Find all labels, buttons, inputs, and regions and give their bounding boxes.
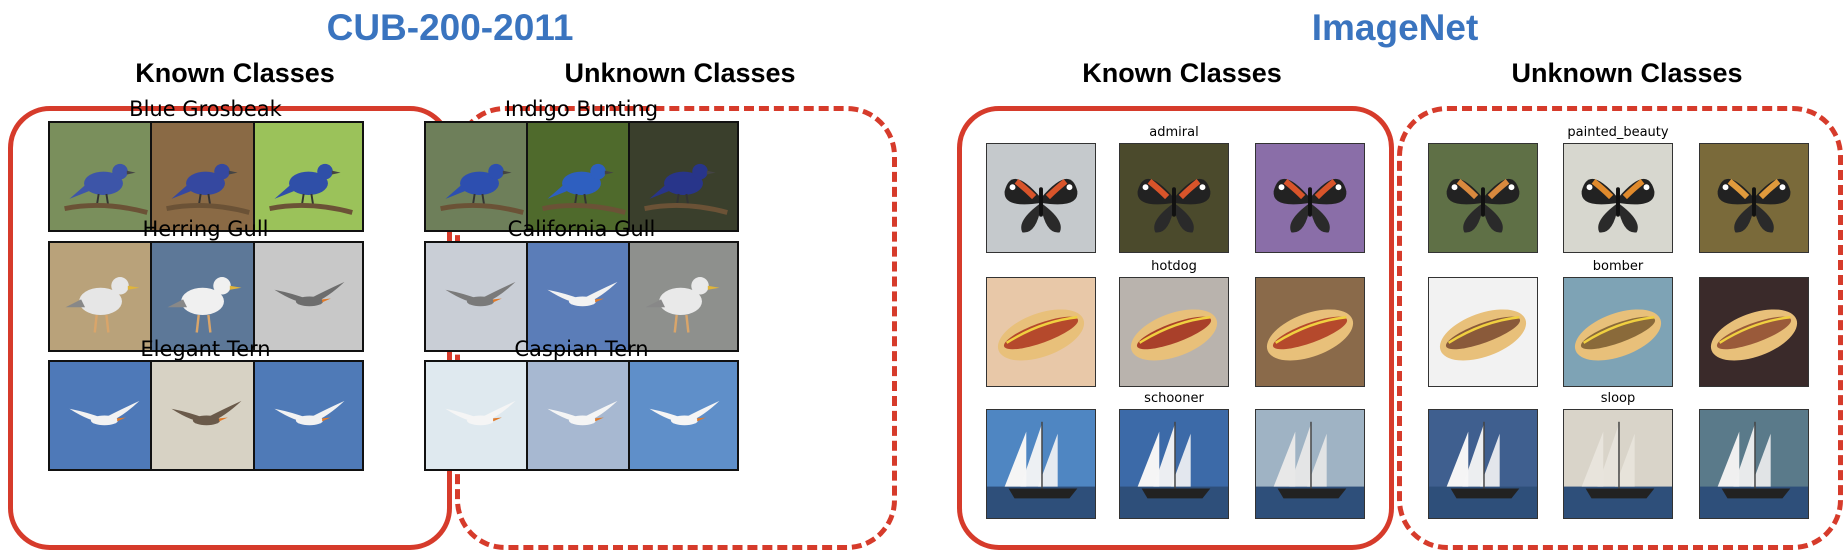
imagenet-known-thumbnail — [1119, 409, 1229, 519]
cub-unknown-thumbnail — [628, 360, 739, 471]
imagenet-known-box — [957, 106, 1394, 550]
cub-known-thumbnail — [150, 360, 261, 471]
imagenet-unknown-thumbnail — [1699, 143, 1809, 253]
cub-unknown-thumbnail — [526, 360, 637, 471]
imagenet-known-class-label: hotdog — [1151, 259, 1197, 274]
cub-unknown-class-label: Indigo Bunting — [504, 97, 659, 121]
imagenet-unknown-thumbnail — [1563, 143, 1673, 253]
imagenet-known-thumbnail — [986, 277, 1096, 387]
cub-known-thumbnail — [150, 241, 261, 352]
imagenet-unknown-class-label: painted_beauty — [1567, 125, 1669, 140]
imagenet-unknown-thumbnail — [1563, 277, 1673, 387]
cub-known-heading: Known Classes — [135, 58, 335, 88]
cub-known-thumbnail — [150, 121, 261, 232]
cub-unknown-heading: Unknown Classes — [564, 58, 796, 88]
imagenet-known-thumbnail — [1255, 409, 1365, 519]
imagenet-unknown-thumbnail — [1428, 277, 1538, 387]
imagenet-known-thumbnail — [986, 143, 1096, 253]
imagenet-known-thumbnail — [986, 409, 1096, 519]
cub-known-thumbnail — [253, 121, 364, 232]
imagenet-known-thumbnail — [1255, 143, 1365, 253]
cub-unknown-class-label: Caspian Tern — [514, 337, 649, 361]
cub-known-thumbnail — [253, 360, 364, 471]
imagenet-unknown-box — [1397, 106, 1843, 550]
cub-known-thumbnail — [48, 360, 159, 471]
cub-known-class-label: Herring Gull — [142, 217, 269, 241]
cub-known-class-label: Elegant Tern — [140, 337, 271, 361]
cub-known-thumbnail — [48, 241, 159, 352]
imagenet-unknown-thumbnail — [1428, 409, 1538, 519]
imagenet-known-class-label: admiral — [1149, 125, 1199, 140]
cub-unknown-thumbnail — [526, 241, 637, 352]
imagenet-known-heading: Known Classes — [1082, 58, 1282, 88]
imagenet-unknown-class-label: sloop — [1600, 391, 1636, 406]
cub-dataset-title: CUB-200-2011 — [326, 7, 574, 48]
imagenet-unknown-class-label: bomber — [1592, 259, 1644, 274]
cub-unknown-thumbnail — [424, 121, 535, 232]
imagenet-known-thumbnail — [1119, 143, 1229, 253]
cub-known-class-label: Blue Grosbeak — [129, 97, 282, 121]
imagenet-unknown-thumbnail — [1428, 143, 1538, 253]
cub-unknown-thumbnail — [424, 241, 535, 352]
imagenet-unknown-thumbnail — [1699, 277, 1809, 387]
cub-known-thumbnail — [48, 121, 159, 232]
imagenet-unknown-thumbnail — [1563, 409, 1673, 519]
imagenet-dataset-title: ImageNet — [1311, 7, 1479, 48]
imagenet-known-class-label: schooner — [1144, 391, 1204, 406]
imagenet-known-thumbnail — [1119, 277, 1229, 387]
cub-unknown-thumbnail — [424, 360, 535, 471]
imagenet-known-thumbnail — [1255, 277, 1365, 387]
imagenet-unknown-thumbnail — [1699, 409, 1809, 519]
imagenet-unknown-heading: Unknown Classes — [1511, 58, 1743, 88]
cub-unknown-thumbnail — [628, 121, 739, 232]
cub-unknown-thumbnail — [628, 241, 739, 352]
cub-known-thumbnail — [253, 241, 364, 352]
cub-unknown-class-label: California Gull — [507, 217, 656, 241]
